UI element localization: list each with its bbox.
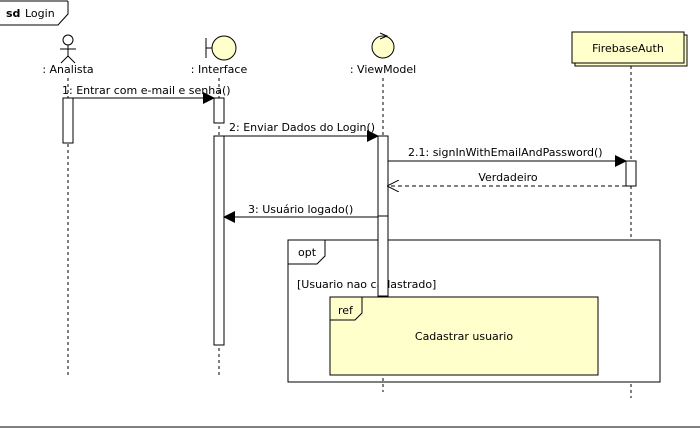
lifeline-interface-label: : Interface (191, 63, 248, 76)
opt-guard: [Usuario nao cadastrado] (297, 278, 436, 291)
activation-interface-1 (213, 97, 225, 124)
activation-viewmodel-continued (377, 215, 389, 297)
control-icon (371, 32, 395, 59)
lifeline-analista-label: : Analista (42, 63, 93, 76)
lifeline-firebase-header: FirebaseAuth (571, 31, 688, 67)
ref-fragment: ref Cadastrar usuario (329, 296, 599, 376)
ref-text: Cadastrar usuario (415, 330, 513, 343)
activation-bars (62, 97, 637, 346)
boundary-icon (205, 35, 237, 61)
activation-viewmodel (377, 135, 389, 217)
message-2-1-label: 2.1: signInWithEmailAndPassword() (408, 146, 603, 159)
message-2-label: 2: Enviar Dados do Login() (229, 121, 375, 134)
frame-keyword: sd (6, 7, 20, 20)
activation-interface-2 (213, 135, 225, 346)
opt-operator: opt (298, 246, 317, 259)
return-message-label: Verdadeiro (478, 171, 538, 184)
messages: 1: Entrar com e-mail e senha() 2: Enviar… (62, 84, 627, 223)
message-2-1: 2.1: signInWithEmailAndPassword() (388, 146, 627, 167)
lifeline-firebase-label: FirebaseAuth (592, 42, 664, 55)
message-2: 2: Enviar Dados do Login() (224, 121, 379, 142)
frame-title: Login (25, 7, 55, 20)
lifeline-viewmodel-label: : ViewModel (350, 63, 416, 76)
message-3-label: 3: Usuário logado() (248, 203, 353, 216)
message-1-label: 1: Entrar com e-mail e senha() (62, 84, 231, 97)
message-3: 3: Usuário logado() (223, 203, 378, 223)
ref-keyword: ref (338, 304, 354, 317)
activation-analista (62, 97, 74, 144)
activation-firebase (625, 160, 637, 187)
message-1: 1: Entrar com e-mail e senha() (62, 84, 231, 104)
return-message: Verdadeiro (388, 171, 626, 186)
actor-icon (60, 34, 76, 64)
